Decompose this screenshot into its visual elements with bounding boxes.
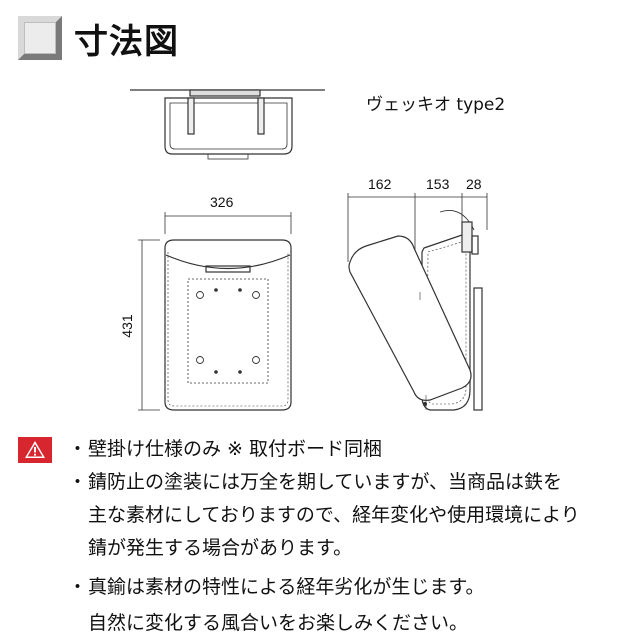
side-depth-dimension: 162	[368, 176, 392, 192]
top-view	[130, 89, 325, 160]
note-bullet: ・	[68, 471, 88, 493]
front-view	[138, 212, 292, 411]
note-line-2: 錆防止の塗装には万全を期していますが、当商品は鉄を	[88, 471, 563, 493]
note-line-4: 錆が発生する場合があります。	[88, 537, 353, 559]
dimension-drawing	[130, 89, 488, 411]
note-line-6: 自然に変化する風合いをお楽しみください。	[88, 612, 469, 634]
warning-triangle-icon	[18, 437, 52, 463]
note-bullet: ・	[68, 438, 88, 460]
side-view	[347, 193, 488, 411]
width-dimension: 326	[210, 194, 234, 210]
side-back-dimension: 28	[466, 176, 482, 192]
note-line-5: 真鍮は素材の特性による経年劣化が生じます。	[88, 576, 485, 598]
bevel-square-icon	[18, 16, 62, 60]
notes: ・ 壁掛け仕様のみ ※ 取付ボード同梱 ・ 錆防止の塗装には万全を期していますが…	[18, 433, 638, 640]
header: 寸法図	[18, 14, 179, 62]
height-dimension: 431	[119, 314, 135, 338]
side-body-dimension: 153	[426, 176, 450, 192]
note-bullet: ・	[68, 576, 88, 598]
model-name: ヴェッキオ type2	[366, 95, 506, 115]
note-line-1: 壁掛け仕様のみ ※ 取付ボード同梱	[88, 438, 382, 460]
note-line-3: 主な素材にしておりますので、経年変化や使用環境により	[88, 504, 580, 526]
page-title: 寸法図	[74, 21, 179, 62]
